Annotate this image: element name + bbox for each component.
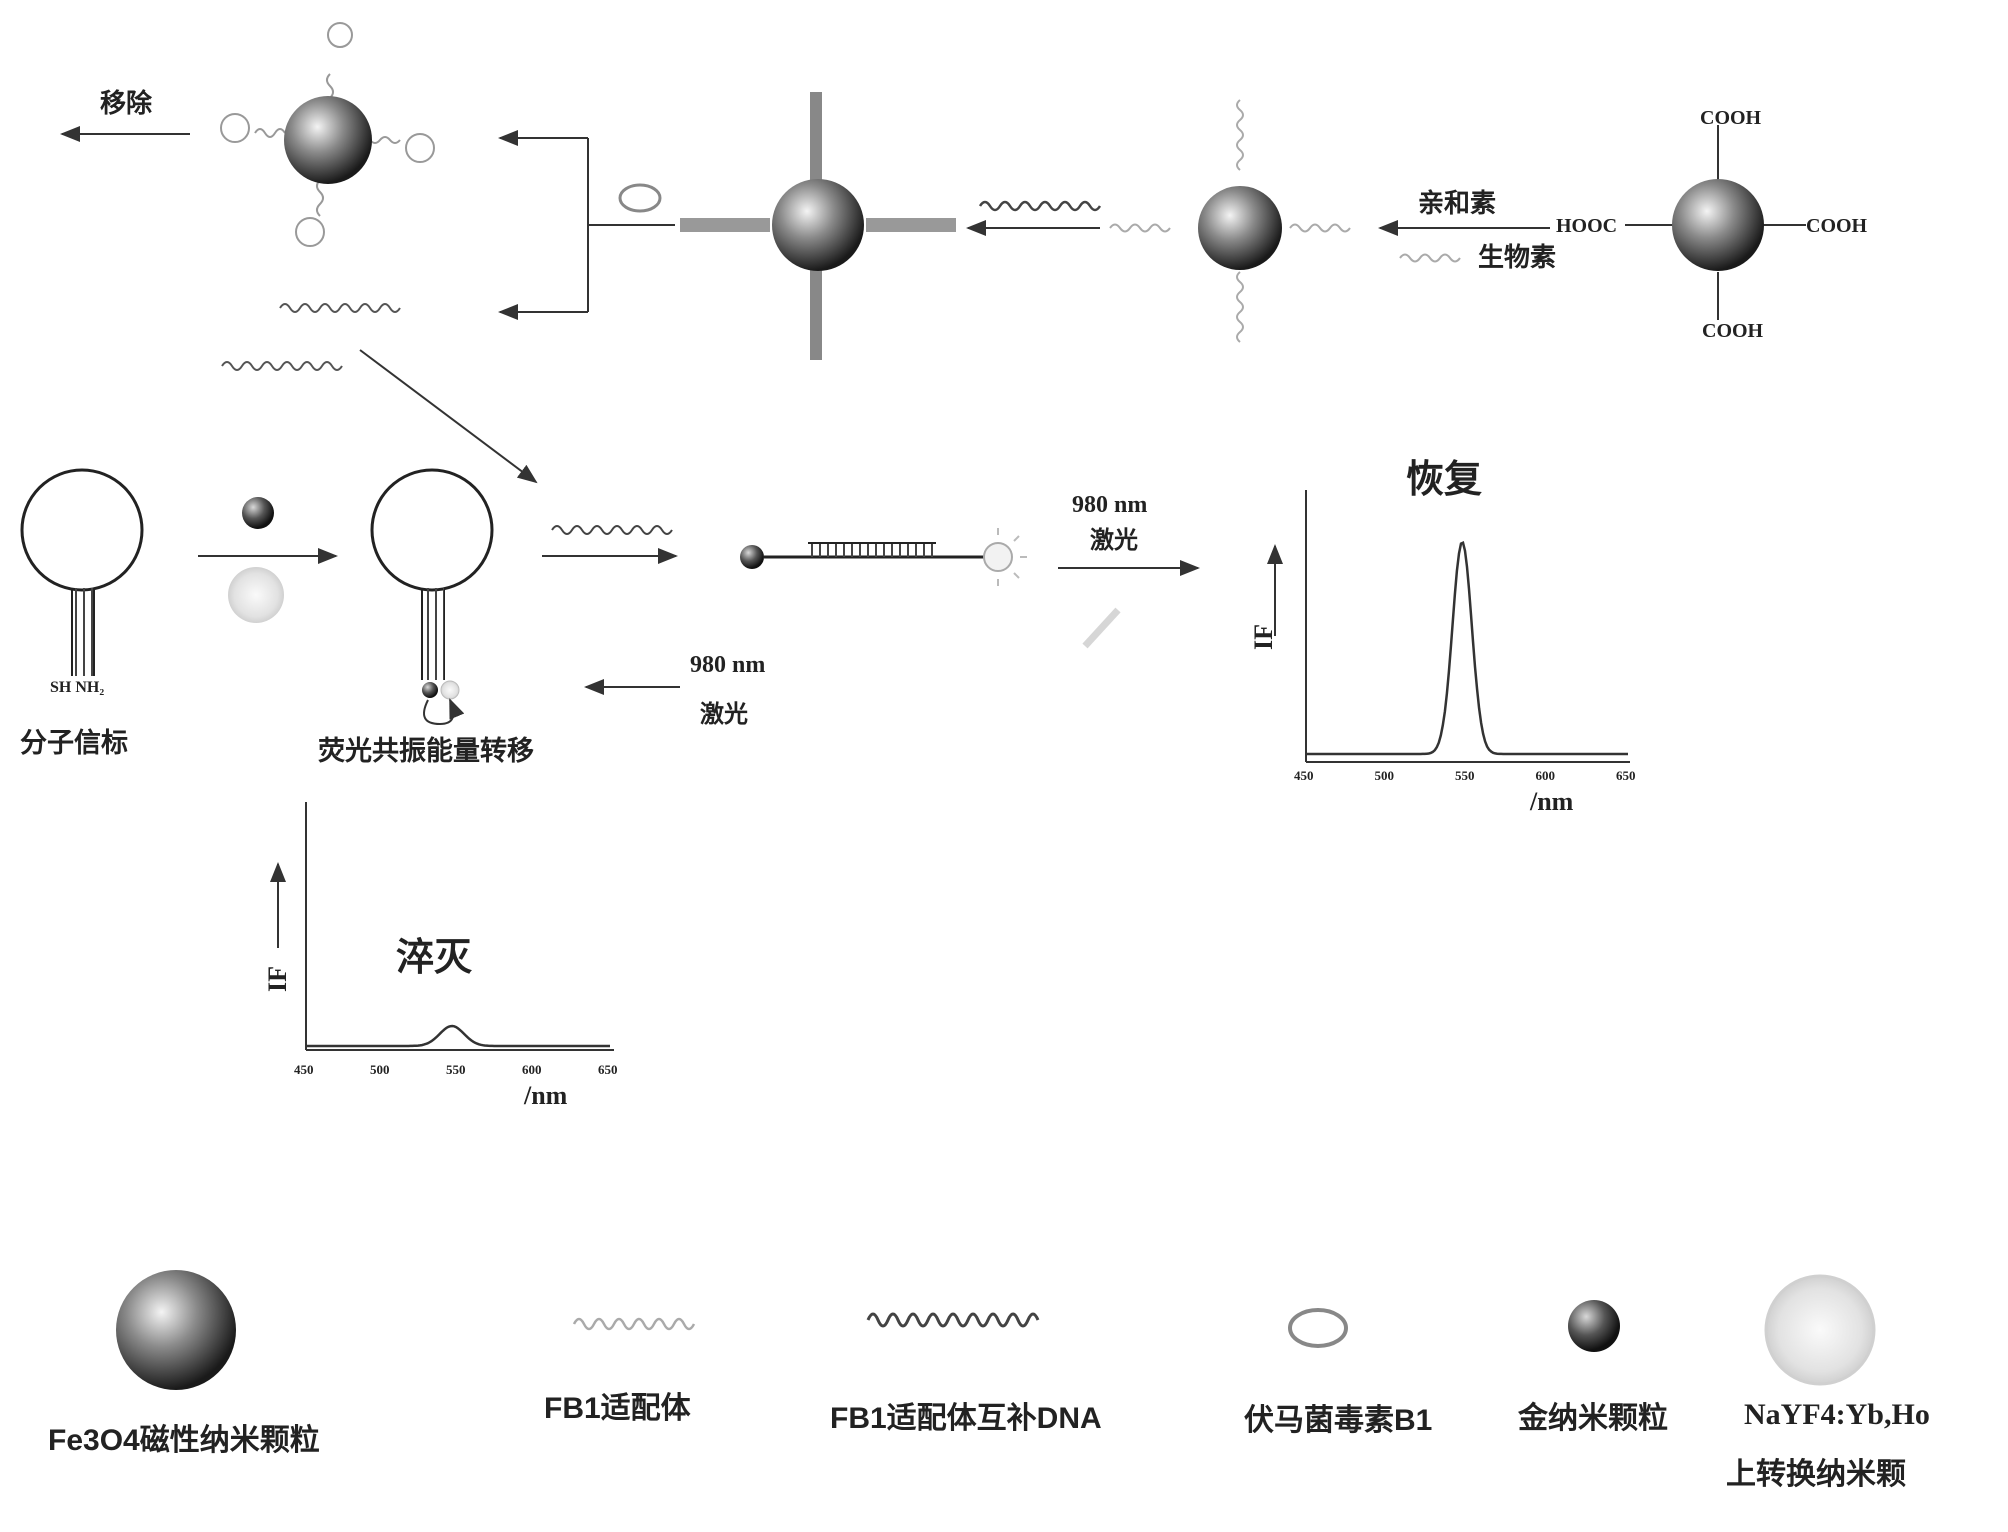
quenched-emission-curve — [306, 1026, 610, 1046]
duplex-right — [866, 218, 956, 232]
biotin-label: 生物素 — [1478, 242, 1556, 272]
fe3o4-particle-removed — [284, 96, 372, 184]
toxin-bound-fe3o4-complex — [221, 23, 434, 246]
laser-label-1: 激光 — [1090, 526, 1138, 554]
legend-fe3o4-icon — [116, 1270, 236, 1390]
carboxyl-fe3o4: COOH COOH COOH HOOC — [1556, 107, 1868, 342]
recovered-x-label: /nm — [1529, 787, 1574, 816]
complement-transfer-arrow — [360, 350, 536, 482]
legend-complement-icon — [868, 1314, 1038, 1326]
legend-fe3o4-label: Fe3O4磁性纳米颗粒 — [48, 1423, 320, 1457]
recovered-tick-650: 650 — [1616, 768, 1636, 783]
quenched-y-label: IF — [263, 966, 292, 992]
remove-label: 移除 — [100, 88, 153, 118]
opened-probe — [740, 528, 1027, 586]
cooh-bottom-label: COOH — [1702, 320, 1764, 342]
legend-gold-icon — [1568, 1300, 1620, 1352]
legend-gold: 金纳米颗粒 — [1517, 1300, 1668, 1435]
quenched-tick-650: 650 — [598, 1062, 618, 1077]
fret-beacon-loop — [372, 470, 492, 590]
legend-aptamer-label: FB1适配体 — [544, 1392, 692, 1425]
quenched-title: 淬灭 — [396, 937, 472, 979]
complement-dna-added — [980, 202, 1100, 210]
laser-wavelength-1: 980 nm — [1072, 492, 1147, 518]
recovered-emission-curve — [1306, 543, 1628, 754]
middle-row: SH NH₂ 分子信标 荧光共振能量转移 — [20, 350, 1198, 766]
amine-thiol-label: SH NH₂ — [50, 679, 104, 696]
fret-gold-label — [422, 682, 438, 698]
cooh-right-label: COOH — [1806, 215, 1868, 237]
released-complement-strand-1 — [280, 304, 400, 312]
cooh-top-label: COOH — [1700, 107, 1762, 129]
toxin-loop-top — [328, 23, 352, 47]
fret-ucnp-label — [441, 681, 459, 699]
top-row: 移除 — [62, 23, 1868, 370]
legend-ucnp: NaYF4:Yb,Ho 上转换纳米颗 — [1726, 1276, 1930, 1491]
toxin-fb1-added — [620, 185, 660, 211]
recovered-tick-500: 500 — [1375, 768, 1395, 783]
fe3o4-particle-carboxyl — [1672, 179, 1764, 271]
quenched-x-label: /nm — [523, 1081, 568, 1110]
fret-label: 荧光共振能量转移 — [318, 735, 534, 766]
aptamer-fe3o4-complex — [1110, 100, 1350, 342]
fe3o4-particle-aptamer — [1198, 186, 1282, 270]
beacon-loop — [22, 470, 142, 590]
opened-gold-label — [740, 545, 764, 569]
laser-wavelength-2: 980 nm — [690, 652, 765, 678]
legend-ucnp-icon — [1766, 1276, 1874, 1384]
opened-ucnp-label — [984, 543, 1012, 571]
recovered-y-label: IF — [1249, 624, 1278, 650]
hooc-left-label: HOOC — [1556, 215, 1617, 237]
legend-aptamer-icon — [574, 1319, 694, 1329]
molecular-beacon: SH NH₂ 分子信标 — [20, 470, 142, 758]
legend: Fe3O4磁性纳米颗粒 FB1适配体 FB1适配体互补DNA 伏马菌毒素B1 金… — [48, 1270, 1930, 1491]
recovered-tick-450: 450 — [1294, 768, 1314, 783]
avidin-label: 亲和素 — [1418, 188, 1496, 218]
legend-toxin: 伏马菌毒素B1 — [1244, 1310, 1432, 1437]
quenched-tick-600: 600 — [522, 1062, 542, 1077]
biotin-aptamer-strand — [1400, 255, 1460, 262]
legend-complement: FB1适配体互补DNA — [830, 1314, 1102, 1435]
quenched-spectrum: 淬灭 IF 450 500 550 600 650 /nm — [263, 802, 618, 1110]
legend-complement-label: FB1适配体互补DNA — [830, 1402, 1102, 1435]
beacon-label: 分子信标 — [20, 728, 128, 758]
duplex-left — [680, 218, 770, 232]
emission-glow — [1085, 610, 1118, 646]
toxin-loop-bottom — [296, 218, 324, 246]
recovered-tick-550: 550 — [1455, 768, 1475, 783]
toxin-loop-left — [221, 114, 249, 142]
legend-gold-label: 金纳米颗粒 — [1517, 1401, 1668, 1435]
quenched-tick-450: 450 — [294, 1062, 314, 1077]
legend-aptamer: FB1适配体 — [544, 1319, 694, 1425]
toxin-loop-right — [406, 134, 434, 162]
duplex-top — [810, 92, 822, 182]
quenched-tick-550: 550 — [446, 1062, 466, 1077]
duplex-bottom — [810, 270, 822, 360]
recovered-tick-600: 600 — [1536, 768, 1556, 783]
fret-beacon: 荧光共振能量转移 — [318, 470, 534, 766]
gold-nanoparticle-reagent — [242, 497, 274, 529]
legend-ucnp-formula: NaYF4:Yb,Ho — [1744, 1398, 1930, 1431]
legend-fe3o4: Fe3O4磁性纳米颗粒 — [48, 1270, 320, 1457]
released-complement-strand-2 — [222, 362, 342, 370]
complement-strand-hybridizing — [552, 526, 672, 534]
legend-ucnp-name: 上转换纳米颗 — [1726, 1458, 1906, 1491]
duplex-fe3o4-complex — [680, 92, 956, 360]
laser-label-2: 激光 — [700, 700, 748, 728]
fe3o4-particle-duplex — [772, 179, 864, 271]
recovered-title: 恢复 — [1406, 459, 1482, 501]
legend-toxin-label: 伏马菌毒素B1 — [1244, 1404, 1432, 1437]
ucnp-reagent — [228, 567, 284, 623]
legend-toxin-icon — [1290, 1310, 1346, 1346]
quenched-tick-500: 500 — [370, 1062, 390, 1077]
recovered-spectrum: 恢复 IF 450 500 550 600 650 /nm — [1249, 459, 1636, 816]
